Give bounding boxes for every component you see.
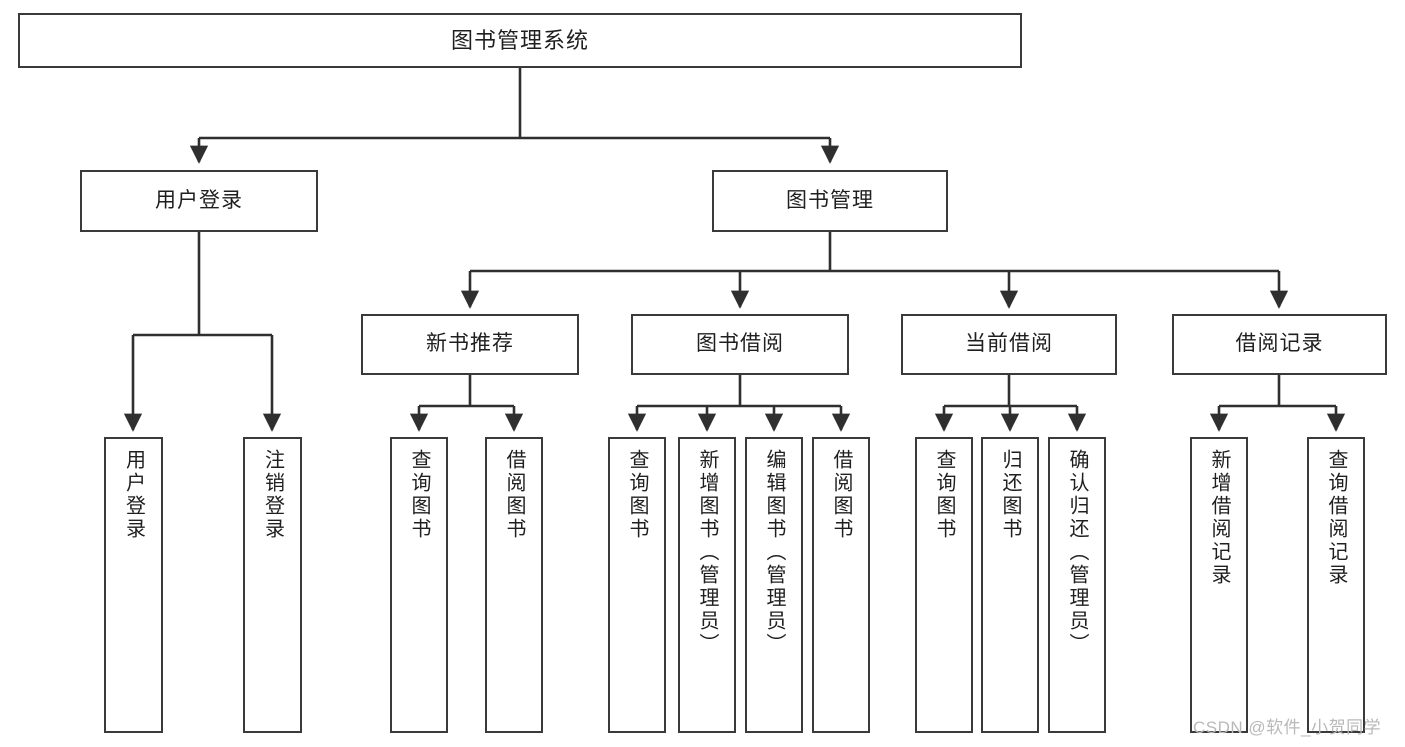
leaf-new-book-borrow-book[interactable]: 借阅图书 xyxy=(485,437,543,733)
node-label: 图书管理 xyxy=(786,188,874,212)
node-label: 借阅图书 xyxy=(503,449,525,541)
node-label: 查询图书 xyxy=(408,449,430,541)
node-user-login[interactable]: 用户登录 xyxy=(80,170,318,232)
node-book-management[interactable]: 图书管理 xyxy=(712,170,948,232)
node-label: 新增借阅记录 xyxy=(1208,449,1230,587)
leaf-borrow-record-add-record[interactable]: 新增借阅记录 xyxy=(1190,437,1248,733)
leaf-book-borrow-edit-book-admin[interactable]: 编辑图书（管理员） xyxy=(745,437,803,733)
node-label: 用户登录 xyxy=(122,449,145,541)
node-label: 当前借阅 xyxy=(965,332,1053,356)
node-label: 查询借阅记录 xyxy=(1325,449,1347,587)
node-new-book-recommend[interactable]: 新书推荐 xyxy=(361,314,579,375)
leaf-book-borrow-add-book-admin[interactable]: 新增图书（管理员） xyxy=(678,437,736,733)
leaf-current-borrow-query-book[interactable]: 查询图书 xyxy=(915,437,973,733)
node-book-borrow[interactable]: 图书借阅 xyxy=(631,314,849,375)
node-label: 查询图书 xyxy=(626,449,648,541)
node-root-book-management-system[interactable]: 图书管理系统 xyxy=(18,13,1022,68)
leaf-new-book-query-book[interactable]: 查询图书 xyxy=(390,437,448,733)
node-label: 图书管理系统 xyxy=(450,27,589,53)
node-label: 注销登录 xyxy=(261,449,284,541)
leaf-book-borrow-borrow-book[interactable]: 借阅图书 xyxy=(812,437,870,733)
node-current-borrow[interactable]: 当前借阅 xyxy=(901,314,1117,375)
leaf-current-borrow-return-book[interactable]: 归还图书 xyxy=(981,437,1039,733)
node-label: 图书借阅 xyxy=(696,332,784,356)
leaf-current-borrow-confirm-return-admin[interactable]: 确认归还（管理员） xyxy=(1048,437,1106,733)
watermark-text: CSDN @软件_小贺同学 xyxy=(1193,718,1382,737)
node-label: 用户登录 xyxy=(155,188,243,212)
node-label: 借阅记录 xyxy=(1235,332,1324,356)
node-borrow-record[interactable]: 借阅记录 xyxy=(1172,314,1387,375)
leaf-book-borrow-query-book[interactable]: 查询图书 xyxy=(608,437,666,733)
leaf-user-login-login[interactable]: 用户登录 xyxy=(104,437,163,733)
node-label: 新增图书（管理员） xyxy=(696,449,718,656)
node-label: 编辑图书（管理员） xyxy=(763,449,785,656)
node-label: 新书推荐 xyxy=(426,332,514,356)
node-label: 查询图书 xyxy=(933,449,955,541)
node-label: 确认归还（管理员） xyxy=(1066,449,1088,656)
node-label: 借阅图书 xyxy=(830,449,852,541)
leaf-user-login-logout[interactable]: 注销登录 xyxy=(243,437,302,733)
node-label: 归还图书 xyxy=(999,449,1021,541)
leaf-borrow-record-query-record[interactable]: 查询借阅记录 xyxy=(1307,437,1365,733)
